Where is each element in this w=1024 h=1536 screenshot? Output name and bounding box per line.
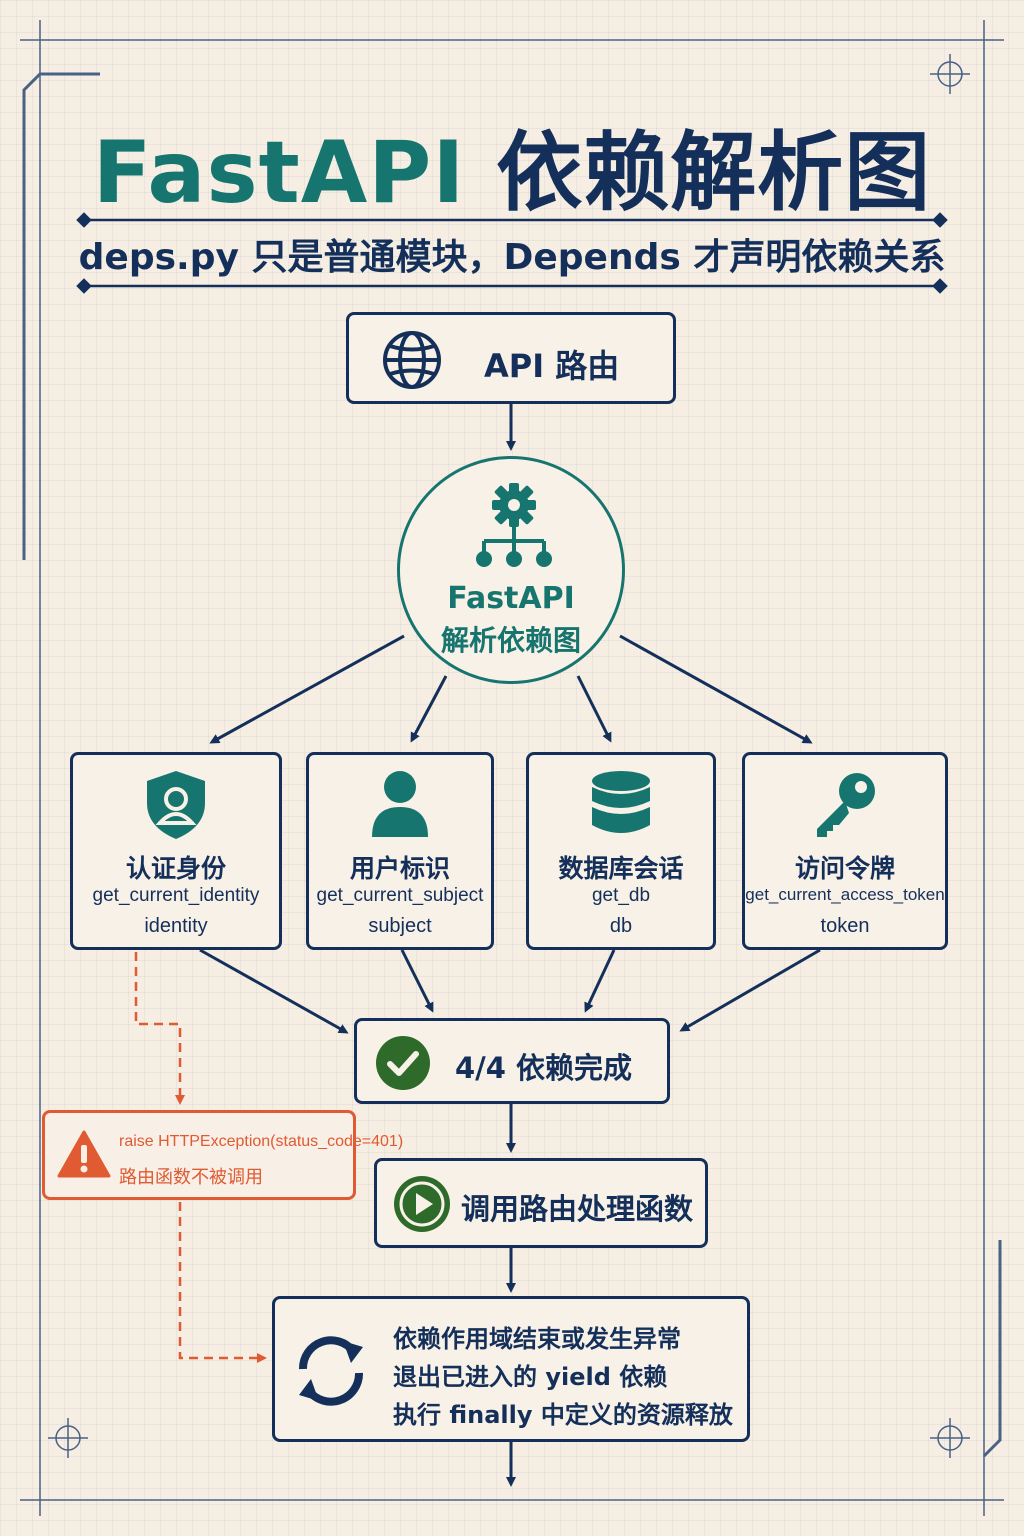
dependency-token: 访问令牌 get_current_access_token token (742, 752, 948, 950)
title-part-1: FastAPI (92, 123, 466, 223)
shield-user-icon (73, 769, 279, 841)
dependency-name: 认证身份 (125, 854, 226, 883)
cleanup-node: 依赖作用域结束或发生异常 退出已进入的 yield 依赖 执行 finally … (272, 1296, 750, 1442)
database-icon (529, 769, 713, 841)
refresh-icon (289, 1329, 373, 1417)
dependency-name: 访问令牌 (794, 854, 895, 883)
dependencies-complete-node: 4/4 依赖完成 (354, 1018, 670, 1104)
dependency-function: get_current_subject (316, 885, 484, 906)
dependency-name: 用户标识 (349, 854, 450, 883)
invoke-handler-node: 调用路由处理函数 (374, 1158, 708, 1248)
arrow-resolver-to-token (619, 634, 813, 744)
dependency-function: get_current_access_token (745, 885, 945, 904)
dependency-value: identity (144, 915, 208, 937)
dependency-value: token (820, 915, 870, 937)
error-path-in (134, 952, 185, 1105)
dependency-value: subject (368, 915, 432, 937)
decorative-frame (20, 20, 1004, 1516)
api-route-label: API 路由 (484, 347, 620, 385)
user-icon (309, 769, 491, 841)
http-exception-box: raise HTTPException(status_code=401) 路由函… (42, 1110, 403, 1200)
dependency-name: 数据库会话 (558, 854, 684, 883)
gear-network-icon (468, 479, 560, 583)
dependency-subject: 用户标识 get_current_subject subject (306, 752, 494, 950)
cleanup-line-2: 退出已进入的 yield 依赖 (393, 1363, 668, 1391)
page-title: FastAPI 依赖解析图 (0, 102, 1024, 227)
arrow-token-to-complete (679, 948, 821, 1032)
arrow-resolver-to-db (576, 675, 612, 743)
key-icon (745, 769, 945, 841)
title-part-2: 依赖解析图 (465, 123, 932, 223)
arrow-db-to-complete (584, 949, 616, 1013)
page-subtitle: deps.py 只是普通模块，Depends 才声明依赖关系 (78, 237, 946, 278)
dependency-identity: 认证身份 get_current_identity identity (70, 752, 282, 950)
globe-icon (381, 329, 443, 395)
cleanup-line-3: 执行 finally 中定义的资源释放 (393, 1401, 733, 1429)
arrow-subject-to-complete (400, 949, 434, 1013)
dependency-function: get_db (591, 885, 651, 906)
arrow-resolver-to-identity (209, 634, 405, 744)
dependency-value: db (609, 915, 633, 937)
check-circle-icon (375, 1035, 431, 1095)
subtitle-rules (76, 212, 948, 294)
resolver-subtitle: 解析依赖图 (440, 624, 581, 657)
arrow-resolver-to-subject (410, 675, 448, 743)
error-path-out (178, 1202, 267, 1363)
cleanup-line-1: 依赖作用域结束或发生异常 (393, 1325, 681, 1353)
complete-label: 4/4 依赖完成 (455, 1051, 633, 1085)
api-route-node: API 路由 (346, 312, 676, 404)
fastapi-resolver-node: FastAPI 解析依赖图 (397, 456, 625, 684)
invoke-label: 调用路由处理函数 (461, 1192, 694, 1226)
error-description: 路由函数不被调用 (119, 1167, 263, 1188)
resolver-title: FastAPI (447, 581, 575, 616)
error-code-text: raise HTTPException(status_code=401) (119, 1133, 404, 1150)
dependency-db: 数据库会话 get_db db (526, 752, 716, 950)
dependency-function: get_current_identity (92, 885, 260, 906)
warning-icon (57, 1129, 111, 1183)
arrow-identity-to-complete (199, 948, 349, 1034)
play-icon (393, 1175, 451, 1237)
